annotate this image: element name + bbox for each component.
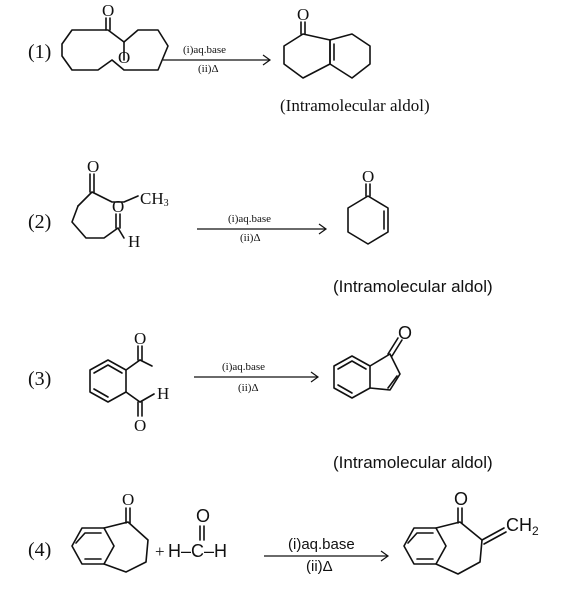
reaction-1-reactant: O O <box>61 1 169 71</box>
reaction-3-reactant: O O H <box>89 329 169 435</box>
reaction-2-number: (2) <box>28 211 51 233</box>
reaction-3-condition-2: (ii)Δ <box>238 382 259 394</box>
reaction-1-condition-2: (ii)Δ <box>198 63 219 75</box>
reaction-1-product: O <box>283 5 371 79</box>
reaction-4-condition-2: (ii)Δ <box>306 558 333 575</box>
reaction-4-number: (4) <box>28 539 51 561</box>
reaction-2-h: H <box>128 232 140 251</box>
reaction-4-condition-1: (i)aq.base <box>288 536 355 553</box>
reaction-1-note: (Intramolecular aldol) <box>280 96 430 115</box>
reaction-4-oxygen: O <box>122 490 134 509</box>
reaction-4: (4) O + H–C–H O (i)aq.base (ii)Δ <box>28 489 539 575</box>
reaction-1-arrow <box>163 54 272 66</box>
reaction-3-number: (3) <box>28 368 51 390</box>
reaction-2-oxygen-ketone: O <box>87 157 99 176</box>
reaction-3-arrow <box>194 371 320 383</box>
reaction-1-oxygen-bottom: O <box>118 48 130 67</box>
reaction-4-formaldehyde: H–C–H O <box>168 506 227 561</box>
reaction-3-oxygen-top: O <box>134 329 146 348</box>
reaction-3-product: O <box>333 323 412 399</box>
reaction-4-product-ch2: CH2 <box>506 515 539 538</box>
reaction-4-product: O CH2 <box>403 489 539 575</box>
reaction-2-reactant: O O CH3 H <box>71 157 169 251</box>
reaction-4-formaldehyde-oxygen: O <box>196 506 210 526</box>
reaction-2: (2) O O CH3 H (i)aq.base (ii)Δ <box>28 157 493 296</box>
reaction-1: (1) O O (i)aq.base (ii)Δ O <box>28 1 430 115</box>
reaction-3-h: H <box>157 384 169 403</box>
reaction-3-condition-1: (i)aq.base <box>222 361 265 373</box>
reaction-2-oxygen-aldehyde: O <box>112 197 124 216</box>
reaction-2-product-oxygen: O <box>362 167 374 186</box>
reaction-3-product-oxygen: O <box>398 323 412 343</box>
reaction-1-product-oxygen: O <box>297 5 309 24</box>
reaction-4-reactant: O <box>71 490 149 573</box>
reaction-4-arrow <box>264 550 390 562</box>
reaction-2-condition-1: (i)aq.base <box>228 213 271 225</box>
reaction-1-number: (1) <box>28 41 51 63</box>
reaction-2-product: O <box>347 167 389 245</box>
reaction-3: (3) O O H (i)aq.base (ii)Δ <box>28 323 493 472</box>
reaction-2-arrow <box>197 223 328 235</box>
reaction-4-plus: + <box>155 542 165 561</box>
reaction-2-condition-2: (ii)Δ <box>240 232 261 244</box>
reaction-3-note: (Intramolecular aldol) <box>333 453 493 472</box>
reaction-4-product-oxygen: O <box>454 489 468 509</box>
reaction-2-note: (Intramolecular aldol) <box>333 277 493 296</box>
reaction-2-ch3: CH3 <box>140 189 169 209</box>
reaction-1-oxygen-top: O <box>102 1 114 20</box>
reaction-4-formaldehyde-text: H–C–H <box>168 541 227 561</box>
reaction-3-oxygen-bottom: O <box>134 416 146 435</box>
reaction-1-condition-1: (i)aq.base <box>183 44 226 56</box>
